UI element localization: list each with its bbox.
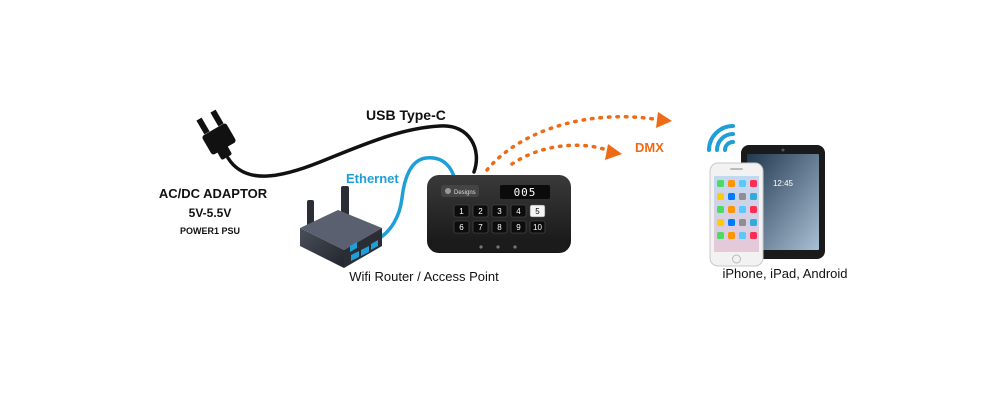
phone-app-icon bbox=[739, 219, 746, 226]
phone-app-icon bbox=[717, 180, 724, 187]
controller-key-label: 3 bbox=[497, 207, 502, 216]
controller-device: 1 2 3 4 5 6 7 8 9 10 bbox=[427, 175, 571, 253]
phone-app-icon bbox=[750, 193, 757, 200]
controller-key-label: 9 bbox=[516, 223, 521, 232]
controller-key bbox=[453, 220, 470, 234]
router-label: Wifi Router / Access Point bbox=[349, 269, 499, 284]
controller-key bbox=[529, 204, 546, 218]
phone-app-icon bbox=[728, 180, 735, 187]
power-cable bbox=[226, 124, 479, 178]
phone-app-icon bbox=[717, 232, 724, 239]
phone-app-icon bbox=[750, 206, 757, 213]
devices-label: iPhone, iPad, Android bbox=[722, 266, 848, 281]
controller-key-label: 7 bbox=[478, 223, 483, 232]
controller-key bbox=[529, 220, 546, 234]
phone-app-icon bbox=[739, 232, 746, 239]
psu-label: POWER1 PSU bbox=[179, 226, 241, 236]
controller-key-label: 4 bbox=[516, 207, 521, 216]
phone-app-icon bbox=[717, 206, 724, 213]
phone-app-icon bbox=[717, 219, 724, 226]
phone-app-icon bbox=[728, 193, 735, 200]
controller-key bbox=[453, 204, 470, 218]
controller-key-label: 6 bbox=[459, 223, 464, 232]
phone-app-icon bbox=[739, 193, 746, 200]
controller-key bbox=[510, 204, 527, 218]
controller-key-label: 10 bbox=[533, 223, 542, 232]
controller-key-label: 8 bbox=[497, 223, 502, 232]
phone-app-icon bbox=[717, 193, 724, 200]
controller-key bbox=[510, 220, 527, 234]
ethernet-label: Ethernet bbox=[346, 171, 399, 186]
dmx-label: DMX bbox=[635, 140, 664, 155]
controller-key bbox=[491, 204, 508, 218]
phone-app-icon bbox=[750, 219, 757, 226]
phone-app-icon bbox=[728, 232, 735, 239]
phone-app-grid bbox=[717, 180, 757, 239]
controller-key bbox=[491, 220, 508, 234]
phone-app-icon bbox=[750, 180, 757, 187]
phone-app-icon bbox=[728, 206, 735, 213]
controller-key bbox=[472, 220, 489, 234]
controller-key-label: 1 bbox=[459, 207, 464, 216]
phone-app-icon bbox=[739, 206, 746, 213]
voltage-label: 5V-5.5V bbox=[188, 206, 232, 220]
controller-key-label: 2 bbox=[478, 207, 483, 216]
controller-key-label: 5 bbox=[535, 207, 540, 216]
phone-app-icon bbox=[739, 180, 746, 187]
dmx-signal-arrows bbox=[485, 112, 672, 172]
power-plug-icon bbox=[196, 109, 236, 160]
wifi-router bbox=[300, 186, 382, 268]
adaptor-label: AC/DC ADAPTOR bbox=[158, 186, 268, 201]
controller-key bbox=[472, 204, 489, 218]
phone-app-icon bbox=[750, 232, 757, 239]
usb-label: USB Type-C bbox=[366, 107, 446, 123]
ethernet-cable bbox=[373, 156, 457, 243]
controller-keypad: 1 2 3 4 5 6 7 8 9 10 bbox=[453, 204, 546, 234]
phone-app-icon bbox=[728, 219, 735, 226]
wifi-icon bbox=[707, 124, 735, 152]
phone-device bbox=[709, 162, 764, 267]
